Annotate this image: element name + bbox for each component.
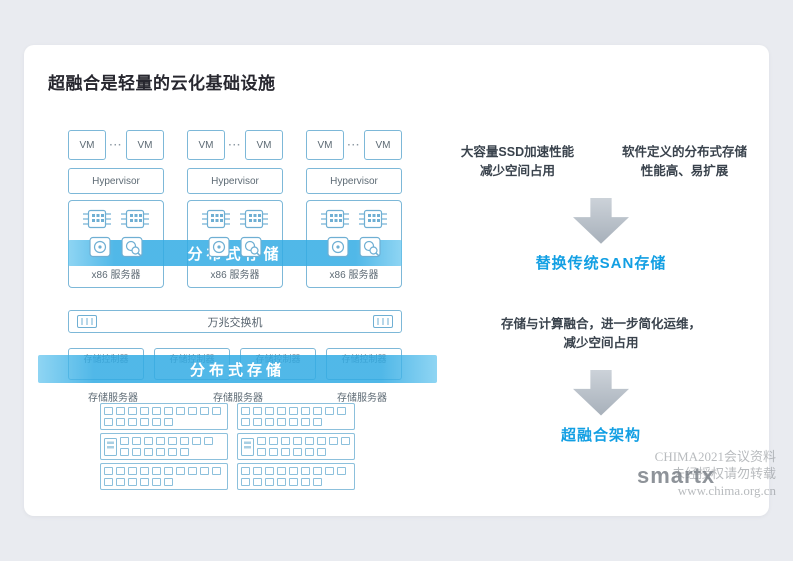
down-arrow-icon xyxy=(573,369,629,416)
vm-box: VM xyxy=(187,130,225,160)
disk-shelf xyxy=(237,403,355,430)
vm-box: VM xyxy=(245,130,283,160)
disk-shelf xyxy=(100,433,228,460)
benefit-point-1: 大容量SSD加速性能 减少空间占用 xyxy=(434,143,601,182)
disk-shelf-icon xyxy=(104,437,117,456)
disk-shelf-stack-right xyxy=(237,403,355,493)
vm-row: VM ··· VM xyxy=(187,130,283,160)
disk-slot-grid xyxy=(257,437,351,456)
disk-search-icon xyxy=(359,236,381,258)
vm-row: VM ··· VM xyxy=(306,130,402,160)
hypervisor-box: Hypervisor xyxy=(68,168,164,194)
smartx-logo: smartx xyxy=(637,463,716,488)
disk-search-icon xyxy=(240,236,262,258)
disk-slot-grid xyxy=(104,407,224,426)
watermark-line: CHIMA2021会议资料 xyxy=(654,449,776,464)
cpu-chip-icon xyxy=(83,209,111,229)
server-label: x86 服务器 xyxy=(329,270,379,281)
vm-box: VM xyxy=(126,130,164,160)
benefit-line: 减少空间占用 xyxy=(563,336,639,351)
hypervisor-box: Hypervisor xyxy=(306,168,402,194)
cpu-chip-icon xyxy=(359,209,387,229)
disk-slot-grid xyxy=(241,407,351,426)
watermark: CHIMA2021会议资料 未经授权请勿转载 www.chima.org.cn xyxy=(655,449,776,500)
slide-card: 超融合是轻量的云化基础设施 VM ··· VM Hypervisor xyxy=(24,45,769,516)
disk-icon xyxy=(327,236,349,258)
switch-port-icon xyxy=(373,315,393,328)
disk-shelf xyxy=(237,463,355,490)
vm-box: VM xyxy=(364,130,402,160)
storage-server-label: 存储服务器 xyxy=(88,393,138,404)
watermark-line: 未经授权请勿转载 xyxy=(671,465,776,481)
cpu-row xyxy=(82,207,150,231)
cpu-row xyxy=(320,207,388,231)
switch-box: 万兆交换机 xyxy=(68,310,402,333)
disk-icon xyxy=(89,236,111,258)
down-arrow-icon xyxy=(573,197,629,244)
disk-shelf xyxy=(100,403,228,430)
benefit-line: 大容量SSD加速性能 xyxy=(460,145,575,159)
cpu-chip-icon xyxy=(321,209,349,229)
benefit-point-3: 存储与计算融合，进一步简化运维， 减少空间占用 xyxy=(501,315,701,354)
cluster-diagram: VM ··· VM Hypervisor xyxy=(38,130,437,494)
storage-server-label: 存储服务器 xyxy=(213,393,263,404)
disk-row xyxy=(208,236,262,258)
disk-slot-grid xyxy=(241,467,351,486)
result-text-san: 替换传统SAN存储 xyxy=(535,254,667,272)
disk-row xyxy=(327,236,381,258)
server-label: x86 服务器 xyxy=(210,270,260,281)
ellipsis: ··· xyxy=(228,139,242,151)
x86-server-box: x86 服务器 xyxy=(306,200,402,288)
distributed-storage-banner-bottom: 分布式存储 xyxy=(38,355,437,383)
vm-box: VM xyxy=(306,130,344,160)
disk-shelf xyxy=(100,463,228,490)
disk-icon xyxy=(208,236,230,258)
ellipsis: ··· xyxy=(109,139,123,151)
benefit-line: 存储与计算融合，进一步简化运维， xyxy=(500,316,701,331)
vm-box: VM xyxy=(68,130,106,160)
server-label: x86 服务器 xyxy=(91,270,141,281)
watermark-line: www.chima.org.cn xyxy=(677,482,776,498)
benefit-line: 软件定义的分布式存储 xyxy=(621,145,747,159)
benefit-point-2: 软件定义的分布式存储 性能高、易扩展 xyxy=(601,143,768,182)
benefit-line: 性能高、易扩展 xyxy=(640,164,729,179)
cpu-chip-icon xyxy=(240,209,268,229)
page-title: 超融合是轻量的云化基础设施 xyxy=(48,74,276,93)
storage-server-label: 存储服务器 xyxy=(337,393,387,404)
switch-label: 万兆交换机 xyxy=(207,316,263,329)
disk-shelf xyxy=(237,433,355,460)
benefits-column: 大容量SSD加速性能 减少空间占用 软件定义的分布式存储 性能高、易扩展 替换传… xyxy=(434,143,768,445)
ellipsis: ··· xyxy=(347,139,361,151)
disk-row xyxy=(89,236,143,258)
disk-slot-grid xyxy=(120,437,224,456)
result-text-hci: 超融合架构 xyxy=(560,426,641,444)
benefit-points-row: 大容量SSD加速性能 减少空间占用 软件定义的分布式存储 性能高、易扩展 xyxy=(434,143,768,182)
server-node-3: VM ··· VM Hypervisor xyxy=(306,130,402,288)
cpu-row xyxy=(201,207,269,231)
switch-port-icon xyxy=(77,315,97,328)
disk-search-icon xyxy=(121,236,143,258)
benefit-line: 减少空间占用 xyxy=(479,164,555,179)
cpu-chip-icon xyxy=(121,209,149,229)
disk-shelf-icon xyxy=(241,437,254,456)
hypervisor-box: Hypervisor xyxy=(187,168,283,194)
vm-row: VM ··· VM xyxy=(68,130,164,160)
cpu-chip-icon xyxy=(202,209,230,229)
disk-slot-grid xyxy=(104,467,224,486)
server-nodes-row: VM ··· VM Hypervisor xyxy=(68,130,402,288)
disk-shelf-stack-left xyxy=(100,403,228,493)
